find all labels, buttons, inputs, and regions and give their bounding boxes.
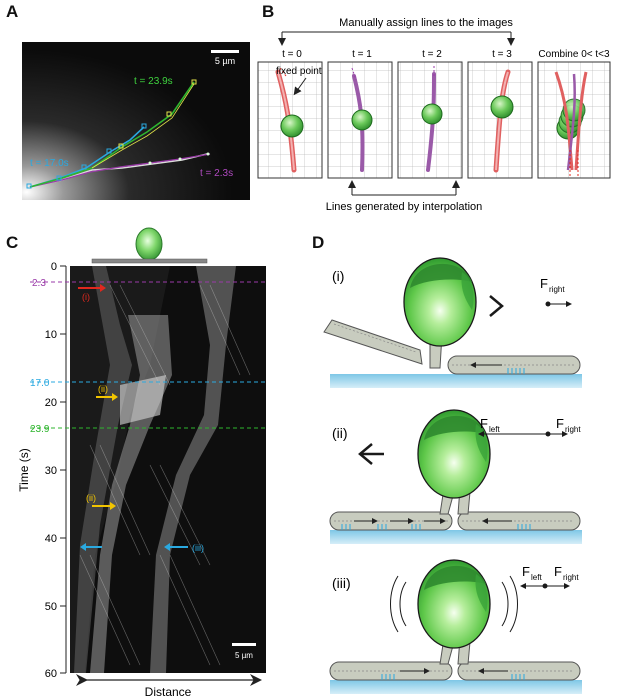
d-iii-fleft-sub: left [531,573,542,582]
c-ytick-30: 30 [45,465,57,477]
panel-c-kymograph: 0 10 20 30 40 50 60 Time (s) 2.3 17.0 23… [17,227,266,699]
c-marker-23-9-label: 23.9 [30,424,50,435]
c-ytick-10: 10 [45,329,57,341]
b-fixed-point-label: fixed point [276,66,322,77]
c-ytick-0: 0 [51,261,57,273]
c-scale-bar-label: 5 µm [235,651,253,660]
d-state-i [323,257,582,388]
d-label-i: (i) [332,268,344,284]
c-ytick-50: 50 [45,601,57,613]
c-ytick-40: 40 [45,533,57,545]
d-ii-fright-sub: right [565,425,581,434]
panel-label-a: A [6,2,19,21]
b-bottom-caption: Lines generated by interpolation [326,201,483,213]
c-cell-icon [135,227,163,261]
c-ytick-20: 20 [45,397,57,409]
panel-d-schematic: (i) F right (ii) F [323,257,582,694]
b-frame-3 [467,61,533,179]
b-frame-label-0: t = 0 [282,49,302,60]
d-i-force: F [540,276,548,291]
label-t-2-3: t = 2.3s [200,168,233,179]
panel-b-diagram: Manually assign lines to the images t = … [257,17,611,213]
d-iii-fright: F [554,564,562,579]
d-i-force-sub: right [549,285,565,294]
c-ytick-60: 60 [45,668,57,680]
d-state-iii [329,559,582,694]
d-label-iii: (iii) [332,575,351,591]
c-ylabel: Time (s) [17,448,31,492]
d-ii-fleft: F [480,416,488,431]
c-arrow-ii-b-label: (ii) [86,493,96,503]
b-frame-2 [397,61,463,179]
panel-label-c: C [6,233,19,252]
panel-a-micrograph: 5 µm t = 23.9s t = 17.0s t = 2.3s [22,42,250,200]
trace-green [29,81,195,188]
c-marker-17-0-label: 17.0 [30,378,50,389]
d-ii-fleft-sub: left [489,425,500,434]
b-frame-0 [257,61,323,179]
scale-bar-a [211,50,239,53]
b-frame-label-1: t = 1 [352,49,372,60]
b-frame-combine [537,61,611,179]
d-ii-fright: F [556,416,564,431]
c-arrow-ii-a-label: (ii) [98,384,108,394]
d-label-ii: (ii) [332,425,348,441]
label-t-23-9: t = 23.9s [134,76,173,87]
label-t-17-0: t = 17.0s [30,158,69,169]
d-iii-fright-sub: right [563,573,579,582]
c-scale-bar [232,643,256,646]
b-frame-label-2: t = 2 [422,49,442,60]
c-arrow-iii-label: (iii) [192,543,204,553]
d-state-ii [329,409,582,544]
c-marker-2-3-label: 2.3 [32,278,46,289]
panel-label-b: B [262,2,275,21]
b-top-caption: Manually assign lines to the images [339,17,513,29]
c-arrow-i-label: (i) [82,292,90,302]
c-filament-bar [91,258,208,264]
c-xlabel: Distance [145,685,192,699]
panel-label-d: D [312,233,325,252]
d-iii-fleft: F [522,564,530,579]
scale-bar-a-label: 5 µm [215,56,235,66]
b-frame-label-3: t = 3 [492,49,512,60]
b-frame-1 [327,61,393,179]
b-frame-label-combine: Combine 0< t<3 [538,49,610,60]
